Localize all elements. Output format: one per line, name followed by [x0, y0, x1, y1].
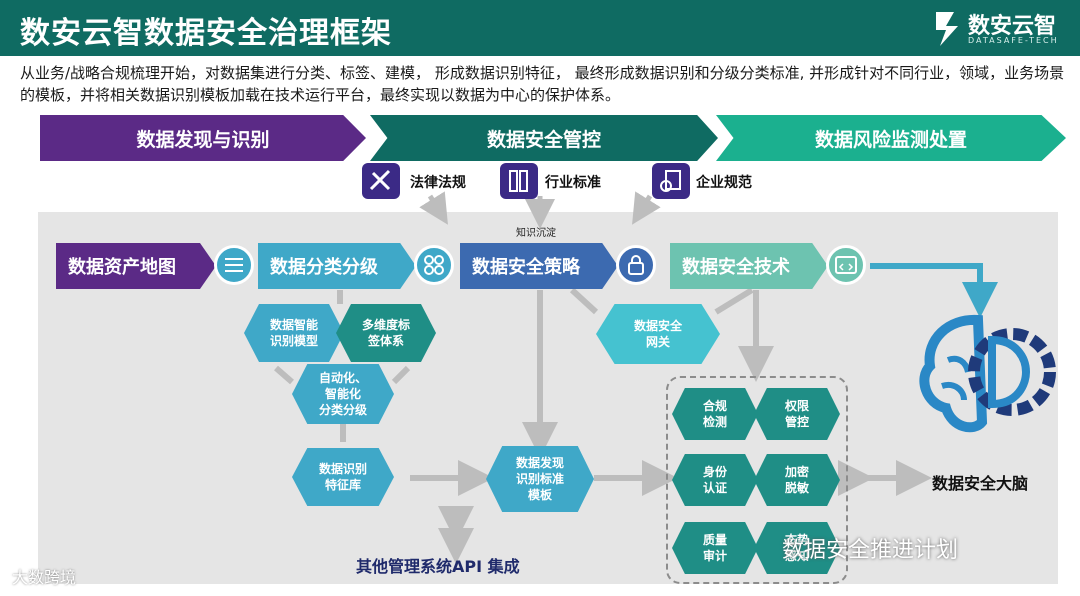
hex-template: 数据发现 识别标准 模板 — [486, 446, 594, 512]
box-label: 数据安全技术 — [682, 257, 790, 278]
intro-text: 从业务/战略合规梳理开始，对数据集进行分类、标签、建模， 形成数据识别特征， 最… — [20, 64, 1065, 104]
hex-situation: 态势 感知 — [754, 522, 840, 574]
phase-risk: 数据风险监测处置 — [716, 115, 1066, 161]
hex-multi-tag: 多维度标 签体系 — [336, 304, 436, 362]
data-security-tech-box: 数据安全技术 — [670, 243, 828, 289]
grid-icon — [414, 245, 454, 285]
phase-label: 数据风险监测处置 — [814, 128, 967, 151]
box-label: 数据资产地图 — [68, 257, 176, 278]
data-classification-box: 数据分类分级 — [258, 243, 416, 289]
hex-permission: 权限 管控 — [754, 388, 840, 440]
logo-text: 数安云智 — [968, 14, 1057, 39]
phase-discovery: 数据发现与识别 — [40, 115, 366, 161]
header-bar — [0, 0, 1080, 56]
watermark-right: 数据安全推进计划 — [782, 538, 959, 563]
hex-identity: 身份 认证 — [672, 454, 758, 506]
page-title: 数安云智数据安全治理框架 — [20, 16, 392, 51]
hex-smart-model: 数据智能 识别模型 — [244, 304, 344, 362]
phase-label: 数据安全管控 — [486, 128, 601, 151]
hex-compliance: 合规 检测 — [672, 388, 758, 440]
lock-icon — [616, 245, 656, 285]
hex-feature-library: 数据识别 特征库 — [292, 448, 394, 506]
brain-gear-icon — [919, 314, 1056, 433]
ruler-pencil-icon — [362, 163, 400, 199]
watermark-left: 大数跨境 — [12, 568, 77, 587]
logo-subtitle: DATASAFE-TECH — [968, 36, 1059, 45]
standard-label: 行业标准 — [545, 175, 601, 191]
box-label: 数据分类分级 — [270, 257, 378, 278]
list-icon — [214, 245, 254, 285]
phase-label: 数据发现与识别 — [136, 128, 270, 151]
code-window-icon — [826, 245, 866, 285]
logo-icon — [932, 8, 962, 48]
box-label: 数据安全策略 — [472, 257, 580, 278]
knowledge-label: 知识沉淀 — [516, 228, 556, 239]
server-rack-icon — [500, 163, 538, 199]
data-security-policy-box: 数据安全策略 — [460, 243, 618, 289]
data-asset-map-box: 数据资产地图 — [56, 243, 216, 289]
hex-auto-classification: 自动化、 智能化 分类分级 — [292, 364, 394, 424]
brain-label: 数据安全大脑 — [932, 474, 1029, 493]
hex-encryption: 加密 脱敏 — [754, 454, 840, 506]
standard-label: 企业规范 — [696, 175, 752, 191]
tech-grid-frame — [666, 376, 848, 584]
hex-quality-audit: 质量 审计 — [672, 522, 758, 574]
api-integration-label: 其他管理系统API 集成 — [356, 557, 520, 576]
phase-control: 数据安全管控 — [370, 115, 718, 161]
standard-label: 法律法规 — [410, 175, 466, 191]
hex-gateway: 数据安全 网关 — [596, 304, 720, 364]
